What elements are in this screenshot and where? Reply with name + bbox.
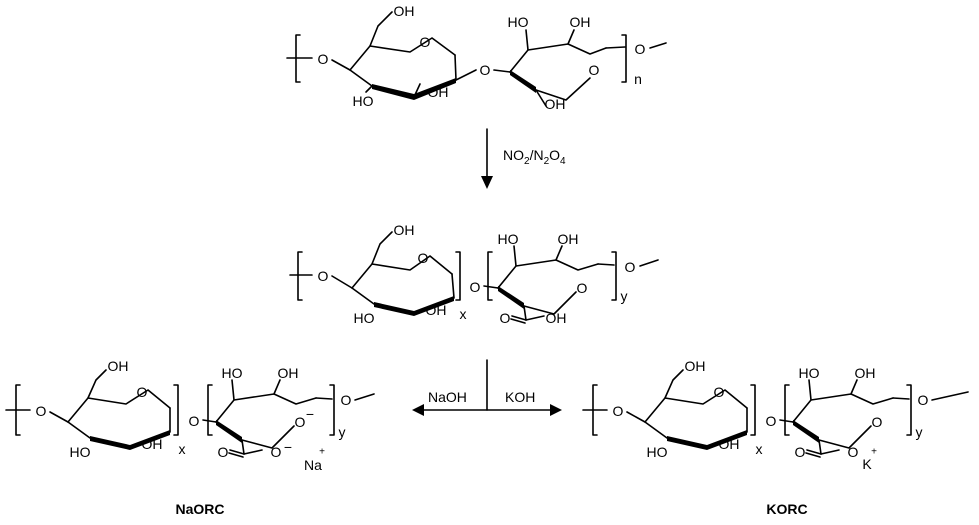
atom-oh: OH [278, 365, 299, 381]
atom-oh: OH [545, 96, 566, 112]
base-arrows: NaOH KOH [412, 359, 562, 416]
atom-o: O [872, 414, 883, 430]
atom-o: O [766, 413, 777, 429]
atom-o: O [795, 444, 806, 460]
charge-minus: − [306, 406, 314, 422]
atom-oh: OH [428, 84, 449, 100]
oxidized-cellulose-structure: O O OH HO OH x O O HO OH O OH O y [289, 222, 659, 326]
atom-o: O [189, 413, 200, 429]
korc-label: KORC [766, 501, 807, 517]
naoh-reagent: NaOH [428, 389, 467, 405]
atom-ho: HO [222, 365, 243, 381]
atom-o: O [589, 62, 600, 78]
atom-o: O [36, 403, 47, 419]
korc-structure: O O OH HO OH x O O HO OH O O K + O y [582, 358, 969, 517]
charge-plus: + [319, 447, 325, 458]
atom-ho: HO [508, 14, 529, 30]
atom-ho: HO [498, 231, 519, 247]
charge-minus: − [284, 439, 292, 455]
atom-o: O [470, 279, 481, 295]
atom-o: O [418, 250, 429, 266]
koh-reagent: KOH [505, 389, 535, 405]
atom-ho: HO [353, 93, 374, 109]
subscript-x: x [756, 441, 763, 457]
cellulose-structure: O O OH HO OH O O HO OH OH O n [286, 3, 667, 112]
atom-oh: OH [426, 302, 447, 318]
atom-o: O [480, 62, 491, 78]
atom-ho: HO [70, 444, 91, 460]
atom-o: O [500, 310, 511, 326]
atom-k: K [862, 456, 872, 472]
atom-oh: OH [719, 436, 740, 452]
atom-o: O [635, 41, 646, 57]
charge-plus: + [871, 447, 877, 458]
subscript-n: n [634, 71, 642, 87]
atom-o: O [613, 403, 624, 419]
atom-o: O [318, 51, 329, 67]
atom-ho: HO [354, 310, 375, 326]
subscript-y: y [339, 424, 346, 440]
atom-oh: OH [142, 436, 163, 452]
atom-oh: OH [394, 222, 415, 238]
atom-oh: OH [685, 358, 706, 374]
subscript-y: y [621, 288, 628, 304]
subscript-x: x [179, 441, 186, 457]
subscript-x: x [460, 306, 467, 322]
naorc-label: NaORC [175, 501, 224, 517]
atom-o: O [714, 384, 725, 400]
atom-oh: OH [108, 358, 129, 374]
subscript-y: y [916, 424, 923, 440]
atom-oh: OH [570, 14, 591, 30]
atom-o: O [420, 34, 431, 50]
atom-o: O [318, 268, 329, 284]
atom-o: O [625, 259, 636, 275]
oxidation-arrow: NO2/N2O4 [481, 128, 566, 189]
atom-o: O [577, 280, 588, 296]
atom-o: O [295, 414, 306, 430]
atom-na: Na [304, 457, 322, 473]
atom-o: O [271, 444, 282, 460]
oxidation-reagent: NO2/N2O4 [503, 147, 566, 167]
atom-oh: OH [855, 365, 876, 381]
atom-o: O [137, 384, 148, 400]
atom-o: O [341, 392, 352, 408]
atom-oh: OH [546, 310, 567, 326]
atom-ho: HO [647, 444, 668, 460]
naorc-structure: O O OH HO OH x O O − HO OH O O − Na + O [5, 358, 375, 517]
atom-oh: OH [394, 3, 415, 19]
atom-o: O [918, 392, 929, 408]
atom-o: O [848, 444, 859, 460]
atom-oh: OH [558, 231, 579, 247]
atom-ho: HO [799, 365, 820, 381]
atom-o: O [218, 444, 229, 460]
